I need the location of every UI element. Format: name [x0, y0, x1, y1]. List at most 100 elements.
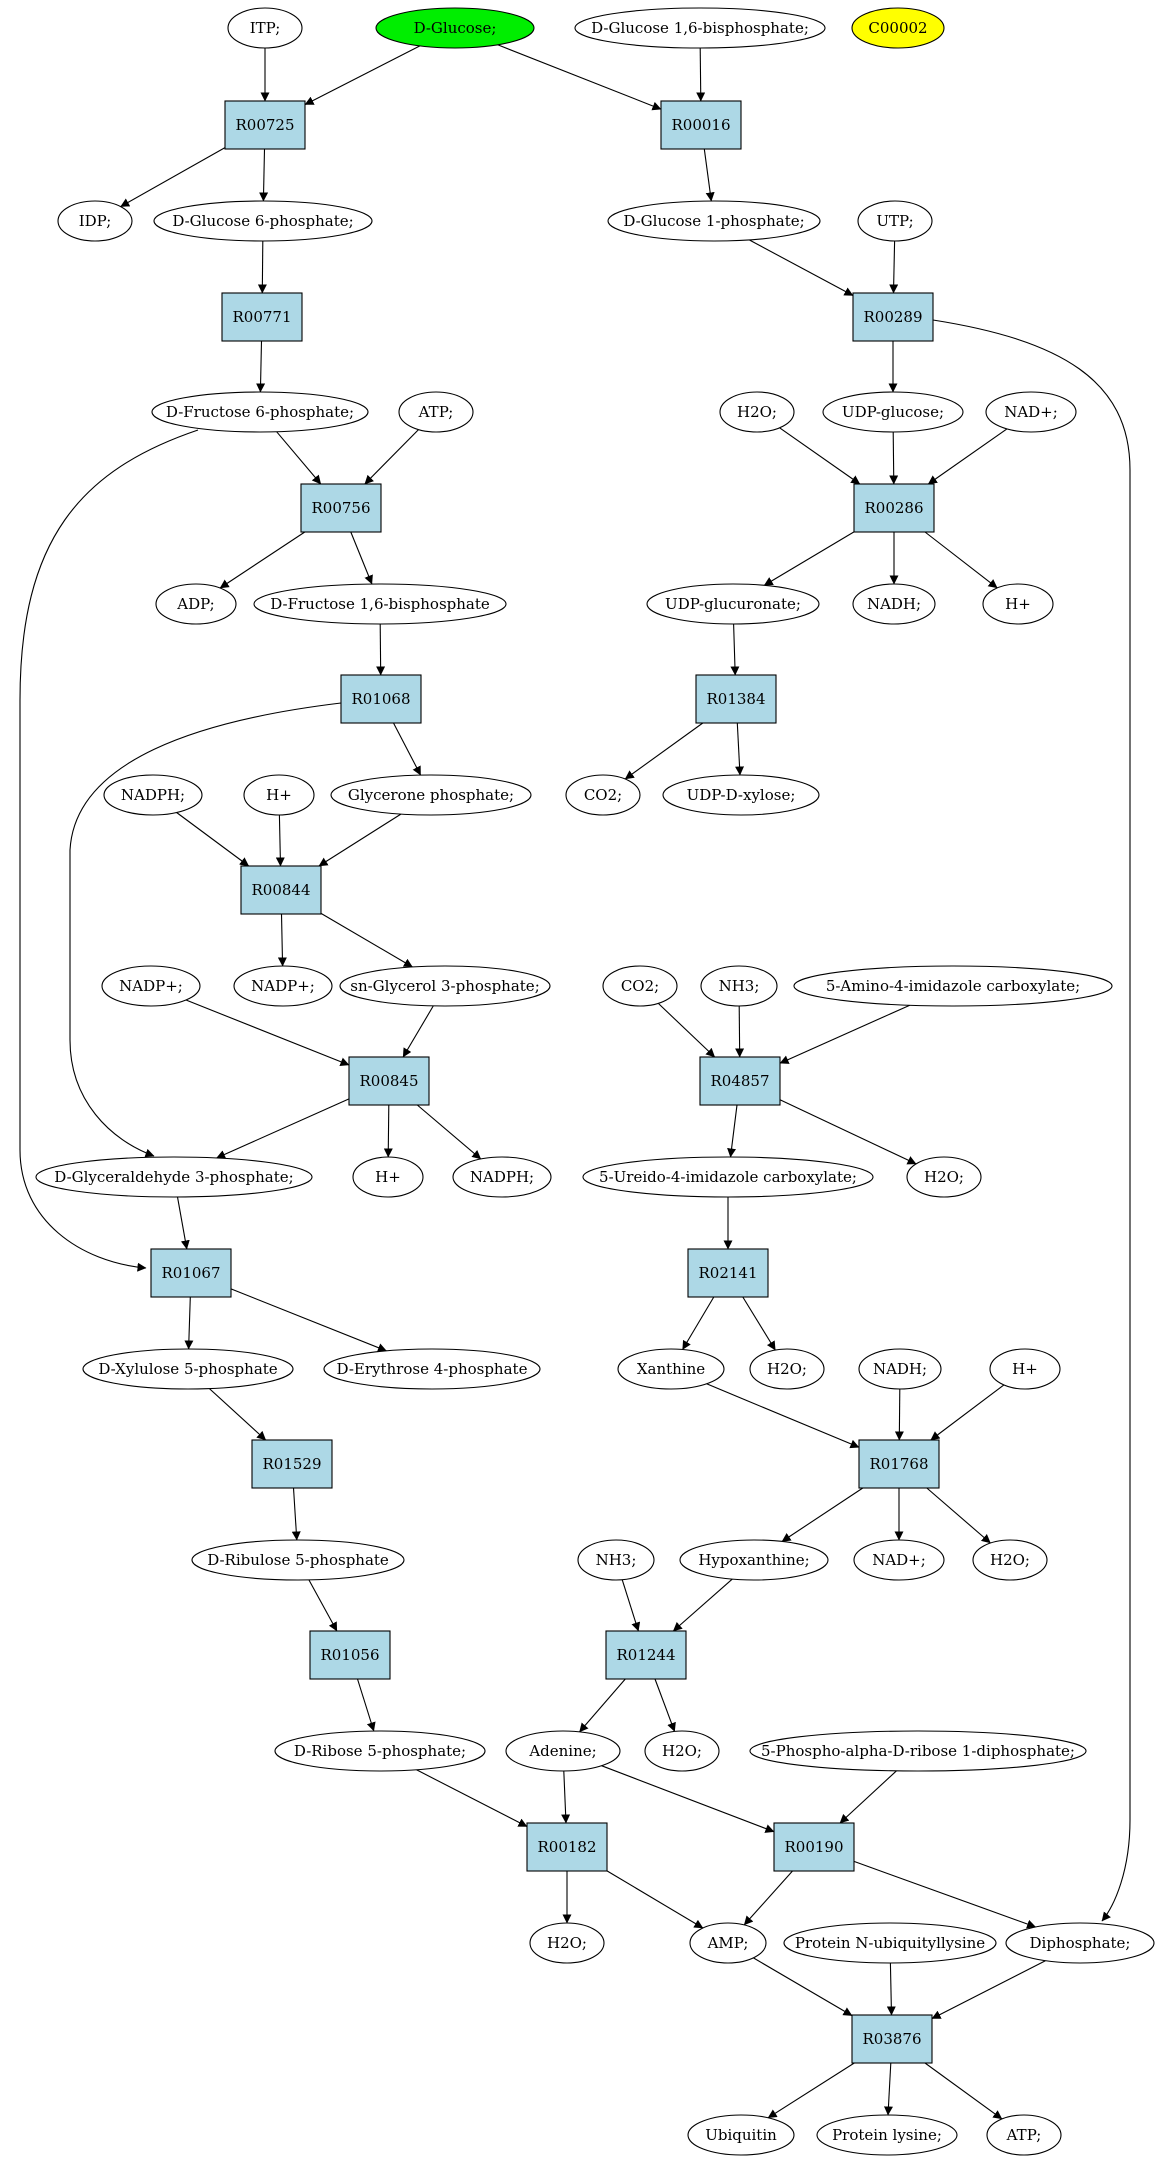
- compound-node-nadplus2[interactable]: NAD+;: [853, 1539, 945, 1581]
- edge-r00286-to-udpglcu: [763, 531, 855, 586]
- compound-node-hplus1[interactable]: H+: [982, 583, 1054, 625]
- compound-node-nh3b[interactable]: NH3;: [577, 1539, 655, 1581]
- reaction-node-r00182[interactable]: R00182: [526, 1822, 608, 1872]
- compound-node-nadp1[interactable]: NAD+;: [985, 391, 1077, 433]
- compound-node-nadph1[interactable]: NADPH;: [103, 774, 203, 816]
- compound-node-h2o3[interactable]: H2O;: [749, 1348, 825, 1390]
- compound-node-dr5p[interactable]: D-Ribose 5-phosphate;: [274, 1730, 486, 1772]
- reaction-node-r01067[interactable]: R01067: [150, 1248, 232, 1298]
- edge-r01068-to-dgap: [69, 702, 342, 1158]
- compound-ellipse: [582, 1156, 874, 1198]
- reaction-node-r01244[interactable]: R01244: [605, 1630, 687, 1680]
- compound-node-nadpplus2[interactable]: NADP+;: [233, 965, 333, 1007]
- compound-node-nadph2[interactable]: NADPH;: [452, 1156, 552, 1198]
- reaction-node-r01768[interactable]: R01768: [858, 1439, 940, 1489]
- compound-node-aica[interactable]: 5-Amino-4-imidazole carboxylate;: [793, 965, 1113, 1007]
- compound-node-h2o5[interactable]: H2O;: [644, 1730, 720, 1772]
- compound-node-de4p[interactable]: D-Erythrose 4-phosphate: [323, 1348, 541, 1390]
- compound-node-diphos[interactable]: Diphosphate;: [1005, 1922, 1155, 1964]
- compound-node-nadh1[interactable]: NADH;: [852, 583, 936, 625]
- edge-udpglcu-to-r01384: [730, 623, 740, 676]
- reaction-node-r00845[interactable]: R00845: [348, 1056, 430, 1106]
- node-label-df6p: D-Fructose 6-phosphate;: [166, 403, 354, 421]
- compound-node-protlys[interactable]: Protein lysine;: [816, 2114, 958, 2156]
- compound-ellipse: [57, 200, 133, 242]
- compound-node-dg16bp[interactable]: D-Glucose 1,6-bisphosphate;: [574, 7, 826, 49]
- edge-r01384-to-udpxyl: [735, 722, 745, 776]
- edge-nh3b-to-r01244: [621, 1579, 641, 1632]
- compound-node-udpglc[interactable]: UDP-glucose;: [822, 391, 964, 433]
- reaction-node-r00725[interactable]: R00725: [224, 100, 306, 150]
- compound-node-dru5p[interactable]: D-Ribulose 5-phosphate: [191, 1539, 405, 1581]
- compound-node-dg1p[interactable]: D-Glucose 1-phosphate;: [607, 200, 821, 242]
- compound-node-dg6p[interactable]: D-Glucose 6-phosphate;: [153, 200, 373, 242]
- compound-node-protubq[interactable]: Protein N-ubiquityllysine: [783, 1922, 997, 1964]
- node-label-r01068: R01068: [351, 690, 410, 708]
- compound-node-adenine[interactable]: Adenine;: [505, 1730, 621, 1772]
- reaction-node-r00016[interactable]: R00016: [660, 100, 742, 150]
- reaction-node-r00190[interactable]: R00190: [773, 1822, 855, 1872]
- reaction-node-r01068[interactable]: R01068: [340, 674, 422, 724]
- compound-node-h2o4[interactable]: H2O;: [972, 1539, 1048, 1581]
- edge-hplus4-to-r01768: [930, 1384, 1005, 1441]
- compound-node-ubiquitin[interactable]: Ubiquitin: [687, 2114, 795, 2156]
- reaction-node-r00286[interactable]: R00286: [853, 483, 935, 533]
- compound-node-hplus4[interactable]: H+: [989, 1348, 1061, 1390]
- edge-r01768-to-h2o4: [926, 1487, 991, 1544]
- node-label-r01384: R01384: [706, 690, 765, 708]
- compound-node-utp[interactable]: UTP;: [857, 200, 933, 242]
- compound-node-dglucose[interactable]: D-Glucose;: [375, 7, 535, 49]
- node-label-r01056: R01056: [320, 1646, 379, 1664]
- reaction-node-r01529[interactable]: R01529: [251, 1439, 333, 1489]
- compound-node-nadh2[interactable]: NADH;: [858, 1348, 942, 1390]
- compound-node-ureido[interactable]: 5-Ureido-4-imidazole carboxylate;: [582, 1156, 874, 1198]
- compound-node-dgap[interactable]: D-Glyceraldehyde 3-phosphate;: [35, 1156, 313, 1198]
- compound-node-hplus2[interactable]: H+: [243, 774, 315, 816]
- compound-node-adp[interactable]: ADP;: [155, 583, 237, 625]
- compound-node-udpxyl[interactable]: UDP-D-xylose;: [662, 774, 820, 816]
- reaction-node-r03876[interactable]: R03876: [851, 2014, 933, 2064]
- reaction-node-r00771[interactable]: R00771: [221, 292, 303, 342]
- compound-node-glyceronep[interactable]: Glycerone phosphate;: [330, 774, 532, 816]
- compound-node-xanthine[interactable]: Xanthine: [617, 1348, 725, 1390]
- compound-node-prpp[interactable]: 5-Phospho-alpha-D-ribose 1-diphosphate;: [749, 1730, 1087, 1772]
- reaction-box: [858, 1439, 940, 1489]
- compound-node-h2o6[interactable]: H2O;: [529, 1922, 605, 1964]
- compound-node-h2o1[interactable]: H2O;: [719, 391, 795, 433]
- compound-ellipse: [607, 200, 821, 242]
- compound-node-co2b[interactable]: CO2;: [602, 965, 678, 1007]
- reaction-node-r02141[interactable]: R02141: [687, 1248, 769, 1298]
- compound-node-c00002[interactable]: C00002: [851, 7, 945, 49]
- compound-node-hypox[interactable]: Hypoxanthine;: [679, 1539, 829, 1581]
- reaction-node-r00289[interactable]: R00289: [852, 292, 934, 342]
- reaction-node-r04857[interactable]: R04857: [699, 1056, 781, 1106]
- compound-node-snglyc3p[interactable]: sn-Glycerol 3-phosphate;: [339, 965, 551, 1007]
- reaction-node-r01384[interactable]: R01384: [695, 674, 777, 724]
- compound-node-hplus3[interactable]: H+: [352, 1156, 424, 1198]
- compound-node-udpglcu[interactable]: UDP-glucuronate;: [646, 583, 820, 625]
- compound-node-nh3a[interactable]: NH3;: [700, 965, 778, 1007]
- edge-nadp1-to-r00286: [927, 428, 1008, 485]
- compound-node-co2a[interactable]: CO2;: [565, 774, 641, 816]
- compound-node-h2o2[interactable]: H2O;: [906, 1156, 982, 1198]
- compound-node-nadpplus1[interactable]: NADP+;: [101, 965, 201, 1007]
- reaction-node-r01056[interactable]: R01056: [309, 1630, 391, 1680]
- compound-node-dx5p[interactable]: D-Xylulose 5-phosphate: [82, 1348, 294, 1390]
- edge-prpp-to-r00190: [839, 1770, 897, 1824]
- compound-node-atp2[interactable]: ATP;: [986, 2114, 1062, 2156]
- compound-node-df16bp[interactable]: D-Fructose 1,6-bisphosphate: [253, 583, 507, 625]
- edge-hplus2-to-r00844: [275, 814, 285, 867]
- compound-node-itp[interactable]: ITP;: [227, 7, 303, 49]
- reaction-node-r00844[interactable]: R00844: [240, 865, 322, 915]
- compound-node-df6p[interactable]: D-Fructose 6-phosphate;: [151, 391, 369, 433]
- compound-node-idp[interactable]: IDP;: [57, 200, 133, 242]
- reaction-node-r00756[interactable]: R00756: [300, 483, 382, 533]
- node-label-aica: 5-Amino-4-imidazole carboxylate;: [826, 977, 1080, 995]
- edge-xanthine-to-r01768: [706, 1383, 860, 1449]
- compound-ellipse: [227, 7, 303, 49]
- node-label-itp: ITP;: [250, 19, 281, 37]
- node-label-r00289: R00289: [863, 308, 922, 326]
- compound-node-amp[interactable]: AMP;: [689, 1922, 767, 1964]
- node-label-r00845: R00845: [359, 1072, 418, 1090]
- compound-node-atp1[interactable]: ATP;: [398, 391, 474, 433]
